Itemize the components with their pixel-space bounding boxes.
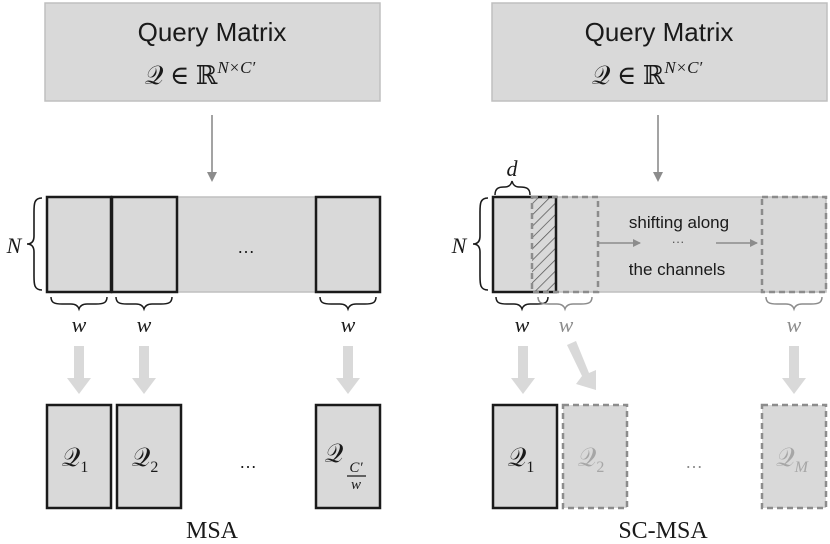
- scmsa-shift-ellipsis: ···: [672, 234, 685, 249]
- scmsa-window-2: [530, 195, 600, 294]
- scmsa-split-arrow-3: [782, 346, 806, 394]
- msa-window-1: [45, 195, 113, 294]
- msa-query-formula: 𝒬 ∈ ℝN×C′: [145, 58, 256, 90]
- msa-split-arrows: [67, 346, 360, 394]
- scmsa-split-arrows: [511, 341, 806, 394]
- msa-split-arrow-2: [132, 346, 156, 394]
- scmsa-output-2: [561, 403, 629, 510]
- msa-underbrace-2: [115, 296, 173, 312]
- scmsa-shift-text-1: shifting along: [629, 213, 729, 232]
- msa-split-arrow-1: [67, 346, 91, 394]
- scmsa-rows-brace: [472, 197, 489, 291]
- scmsa-underbrace-3: [765, 296, 823, 312]
- msa-output-ellipsis: …: [239, 452, 257, 472]
- scmsa-query-title: Query Matrix: [585, 17, 734, 47]
- scmsa-panel: Query Matrix 𝒬 ∈ ℝN×C′ d ··· shifting al…: [451, 2, 828, 544]
- msa-underbrace-3: [319, 296, 377, 312]
- msa-output-label-2: 𝒬2: [132, 443, 159, 476]
- msa-rows-label: N: [6, 233, 23, 258]
- msa-window-label-3: w: [341, 312, 356, 337]
- msa-window-label-2: w: [137, 312, 152, 337]
- scmsa-window-last: [760, 195, 828, 294]
- scmsa-underbrace-2: [537, 296, 593, 312]
- scmsa-output-ellipsis: …: [685, 452, 703, 472]
- scmsa-output-label-3: 𝒬M: [776, 443, 810, 476]
- scmsa-split-arrow-1: [511, 346, 535, 394]
- scmsa-caption: SC-MSA: [618, 518, 708, 544]
- scmsa-output-label-2: 𝒬2: [578, 443, 605, 476]
- msa-output-label-1: 𝒬1: [62, 443, 89, 476]
- msa-output-label-3-den: w: [351, 477, 361, 493]
- scmsa-shift-brace: [494, 180, 531, 196]
- scmsa-window-label-3: w: [787, 312, 802, 337]
- msa-window-last: [314, 195, 382, 294]
- scmsa-output-label-1: 𝒬1: [508, 443, 535, 476]
- msa-rows-brace: [26, 197, 43, 291]
- msa-output-last: [314, 403, 382, 510]
- msa-output-label-3-num: C′: [349, 460, 363, 476]
- msa-split-arrow-3: [336, 346, 360, 394]
- msa-output-1: [45, 403, 113, 510]
- scmsa-query-matrix-box: [491, 2, 828, 102]
- msa-panel: Query Matrix 𝒬 ∈ ℝN×C′ … N w w w: [6, 2, 382, 544]
- msa-underbrace-1: [50, 296, 108, 312]
- scmsa-window-1: [491, 195, 558, 294]
- scmsa-split-arrow-2: [567, 341, 596, 390]
- scmsa-hatched-overlap: [532, 197, 556, 292]
- msa-caption: MSA: [186, 518, 239, 544]
- scmsa-shift-label: d: [507, 156, 519, 181]
- msa-output-2: [115, 403, 183, 510]
- msa-window-label-1: w: [72, 312, 87, 337]
- scmsa-output-1: [491, 403, 559, 510]
- msa-strip-ellipsis: …: [237, 237, 255, 257]
- scmsa-query-formula: 𝒬 ∈ ℝN×C′: [592, 58, 703, 90]
- msa-output-label-3: 𝒬: [325, 439, 344, 468]
- scmsa-output-last: [760, 403, 828, 510]
- scmsa-rows-label: N: [451, 233, 468, 258]
- scmsa-shift-text-2: the channels: [629, 260, 725, 279]
- scmsa-window-label-1: w: [515, 312, 530, 337]
- msa-query-title: Query Matrix: [138, 17, 287, 47]
- scmsa-window-label-2: w: [559, 312, 574, 337]
- msa-window-2: [110, 195, 179, 294]
- msa-query-matrix-box: [44, 2, 381, 102]
